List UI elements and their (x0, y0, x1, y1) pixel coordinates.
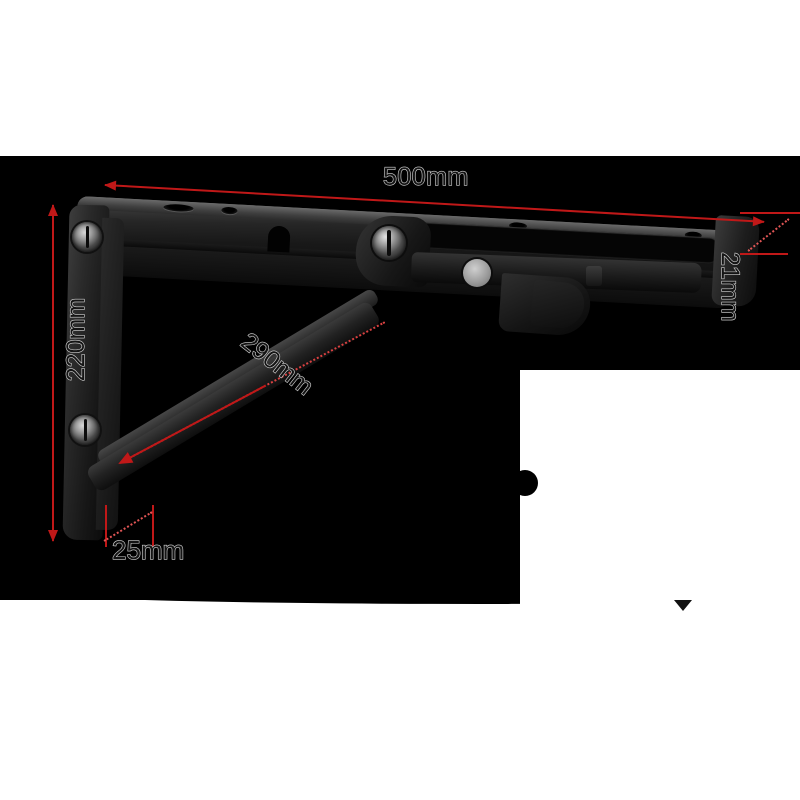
arrow-head-down-icon (48, 530, 58, 542)
extension-tick-top (740, 212, 800, 214)
blob-notch (512, 470, 538, 496)
pivot-bolt (372, 226, 406, 260)
lock-rivet (463, 259, 491, 287)
arrow-head-left-icon (103, 179, 117, 191)
dimension-line-height: 220mm (48, 204, 91, 542)
dimension-label-height: 220mm (62, 297, 91, 382)
arm-notch (267, 225, 291, 253)
arrow-head-up-icon (48, 204, 58, 216)
blob-lobe (540, 410, 800, 610)
white-cutout-artifact (520, 370, 800, 665)
dimension-label-length: 500mm (382, 162, 469, 191)
screw-hole-bottom (70, 415, 100, 445)
extension-tick-right (152, 505, 154, 547)
dimension-label-arm-thickness: 21mm (715, 251, 744, 322)
stop-tab (586, 266, 602, 286)
extension-tick-left (105, 505, 107, 547)
extension-tick-bottom (740, 253, 788, 255)
dimension-label-plate-width: 25mm (111, 534, 185, 565)
arrow-head-right-icon (752, 216, 766, 227)
triangle-marker-icon (674, 600, 692, 611)
screw-hole-top (72, 222, 102, 252)
